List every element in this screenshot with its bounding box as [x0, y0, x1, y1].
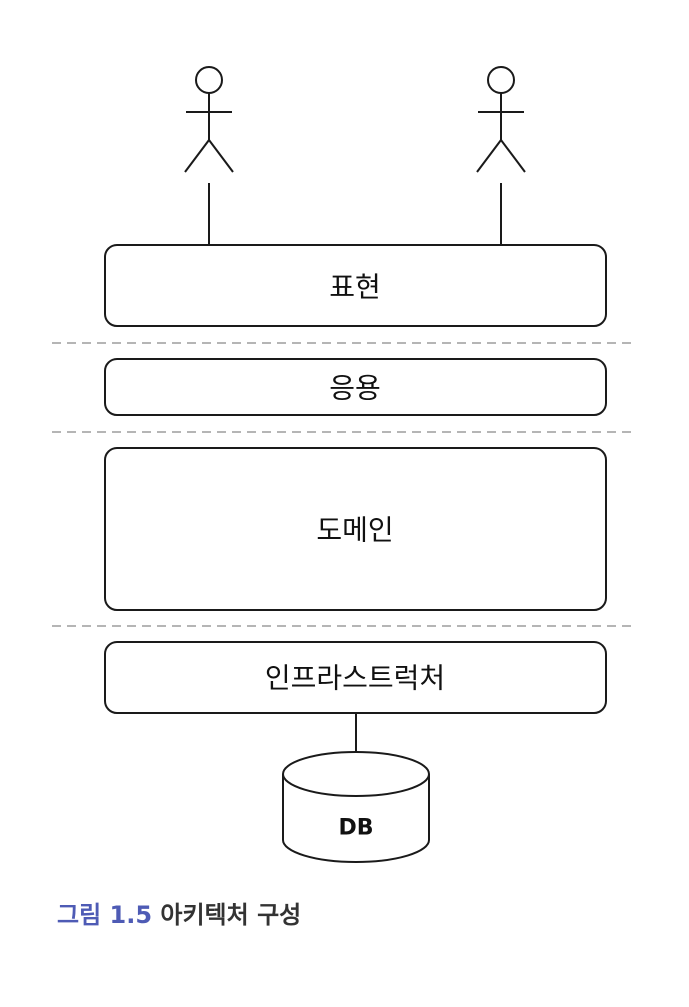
database-label: DB: [338, 816, 373, 841]
layer-infrastructure: 인프라스트럭처: [104, 641, 607, 714]
layer-application: 응용: [104, 358, 607, 416]
layer-presentation: 표현: [104, 244, 607, 327]
layer-domain-label: 도메인: [316, 514, 393, 547]
figure-title: 아키텍처 구성: [160, 901, 302, 929]
layer-presentation-label: 표현: [329, 271, 381, 304]
layer-infrastructure-label: 인프라스트럭처: [265, 662, 445, 695]
layer-application-label: 응용: [329, 372, 381, 405]
figure-caption: 그림 1.5 아키텍처 구성: [57, 895, 301, 930]
actor-right-icon: [476, 66, 526, 173]
layer-domain: 도메인: [104, 447, 607, 611]
actor-left-icon: [184, 66, 234, 173]
figure-number: 그림 1.5: [57, 901, 153, 929]
database-icon: DB: [282, 751, 430, 863]
